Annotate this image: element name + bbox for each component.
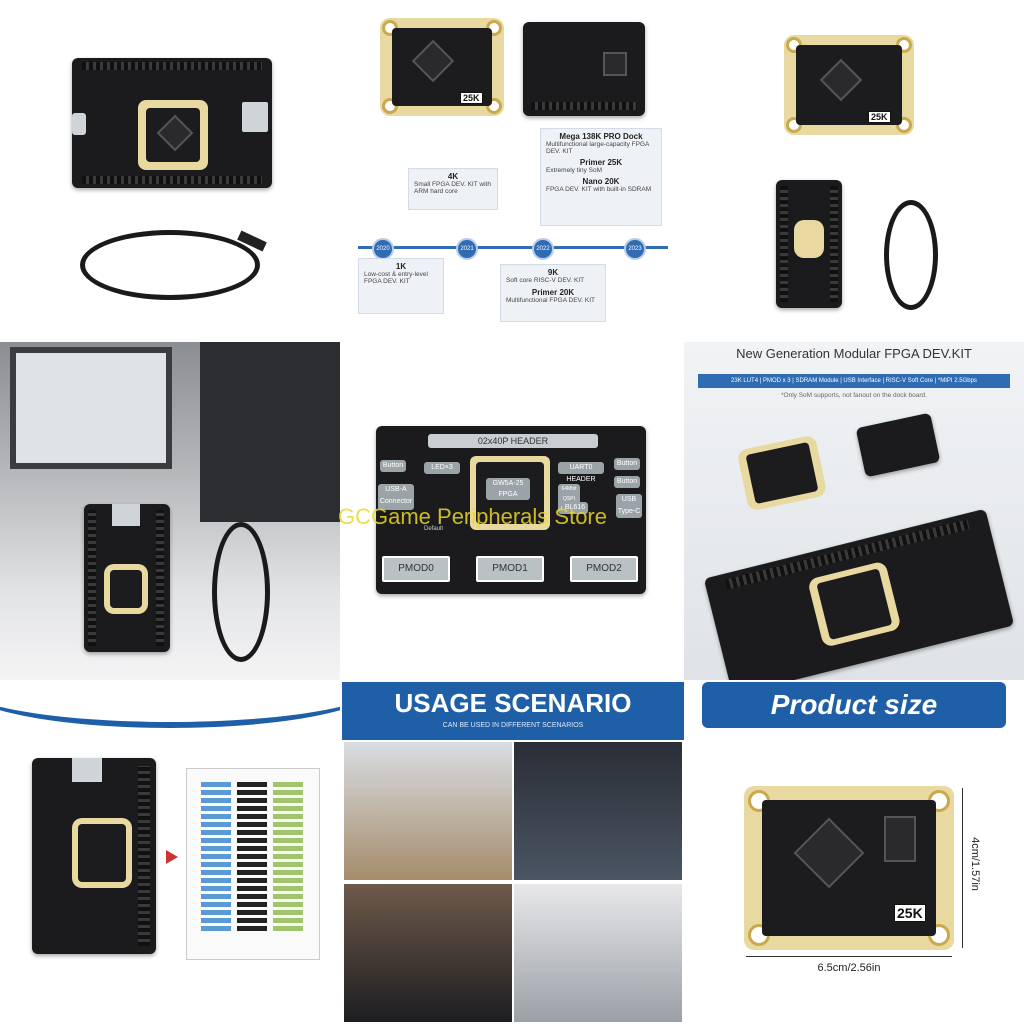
dock-board xyxy=(72,58,272,188)
usb-cable xyxy=(212,522,270,662)
usb-cable xyxy=(884,200,938,310)
usage-scenario-panel: USAGE SCENARIO CAN BE USED IN DIFFERENT … xyxy=(342,682,684,1024)
timeline-year-2023: 2023 xyxy=(624,238,646,260)
dock-board-vertical xyxy=(32,758,156,954)
arrow-icon xyxy=(166,850,178,864)
dock-board-diagram: 02x40P HEADER Button LED×3 UART0 HEADER … xyxy=(340,342,684,680)
product-image-dock-with-cable xyxy=(0,0,340,335)
label-pmod1: PMOD1 xyxy=(476,556,544,582)
scene-image-desk xyxy=(0,342,340,680)
som-module-back-angled xyxy=(855,412,941,478)
label-bl616: BL616 xyxy=(562,502,588,514)
scenario-photo-trading xyxy=(512,740,684,882)
pinout-panel xyxy=(0,682,340,1024)
label-header: 02x40P HEADER xyxy=(428,434,598,448)
size-width: 6.5cm/2.56in xyxy=(817,962,881,974)
scenario-photo-office xyxy=(342,740,514,882)
label-button-left: Button xyxy=(380,460,406,472)
product-size-panel: Product size 25K 4cm/1.57in 6.5cm/2.56in xyxy=(684,682,1024,1024)
usage-title: USAGE SCENARIO xyxy=(394,688,632,718)
label-usb-c: USB Type-C xyxy=(616,494,642,518)
label-uart-header: UART0 HEADER xyxy=(558,462,604,483)
dock-board-angled xyxy=(703,508,1015,680)
som-module-large: 25K xyxy=(744,786,954,950)
dock-board xyxy=(84,504,170,652)
label-leds: LED×3 xyxy=(424,462,460,474)
label-pmod2: PMOD2 xyxy=(570,556,638,582)
label-pmod0: PMOD0 xyxy=(382,556,450,582)
scenario-photo-server xyxy=(342,882,514,1024)
pinout-chart xyxy=(186,768,320,960)
promo-panel: New Generation Modular FPGA DEV.KIT 23K … xyxy=(684,342,1024,680)
size-tag: 25K xyxy=(460,92,483,104)
promo-note: *Only SoM supports, not fanout on the do… xyxy=(781,392,927,399)
promo-features: 23K LUT4 | PMOD x 3 | SDRAM Module | USB… xyxy=(698,374,1010,388)
size-title: Product size xyxy=(702,682,1006,728)
size-tag: 25K xyxy=(894,904,926,922)
usage-subtitle: CAN BE USED IN DIFFERENT SCENARIOS xyxy=(442,722,584,729)
label-button-right-1: Button xyxy=(614,458,640,470)
timeline-year-2022: 2022 xyxy=(532,238,554,260)
dock-board-vertical xyxy=(776,180,842,308)
label-usb-a: USB-A Connector xyxy=(378,484,414,510)
watermark: GCGame Peripherals Store xyxy=(338,504,607,529)
label-default: Default xyxy=(424,526,444,532)
timeline-year-2020: 2020 xyxy=(372,238,394,260)
size-tag: 25K xyxy=(868,111,891,123)
usb-cable xyxy=(80,230,260,300)
timeline-year-2021: 2021 xyxy=(456,238,478,260)
product-image-module-dock-cable: 25K xyxy=(684,0,1024,335)
som-module-angled xyxy=(736,434,828,512)
scenario-photo-laptop xyxy=(512,882,684,1024)
dock-board-labeled: 02x40P HEADER Button LED×3 UART0 HEADER … xyxy=(376,426,646,594)
som-module: 25K xyxy=(380,18,504,116)
label-button-right-2: Button xyxy=(614,476,640,488)
promo-title: New Generation Modular FPGA DEV.KIT xyxy=(736,346,972,361)
som-module-back xyxy=(523,22,645,116)
som-module-small: 25K xyxy=(784,35,914,135)
size-height: 4cm/1.57in xyxy=(969,837,981,891)
label-fpga: GW5A-25 FPGA xyxy=(486,478,530,500)
